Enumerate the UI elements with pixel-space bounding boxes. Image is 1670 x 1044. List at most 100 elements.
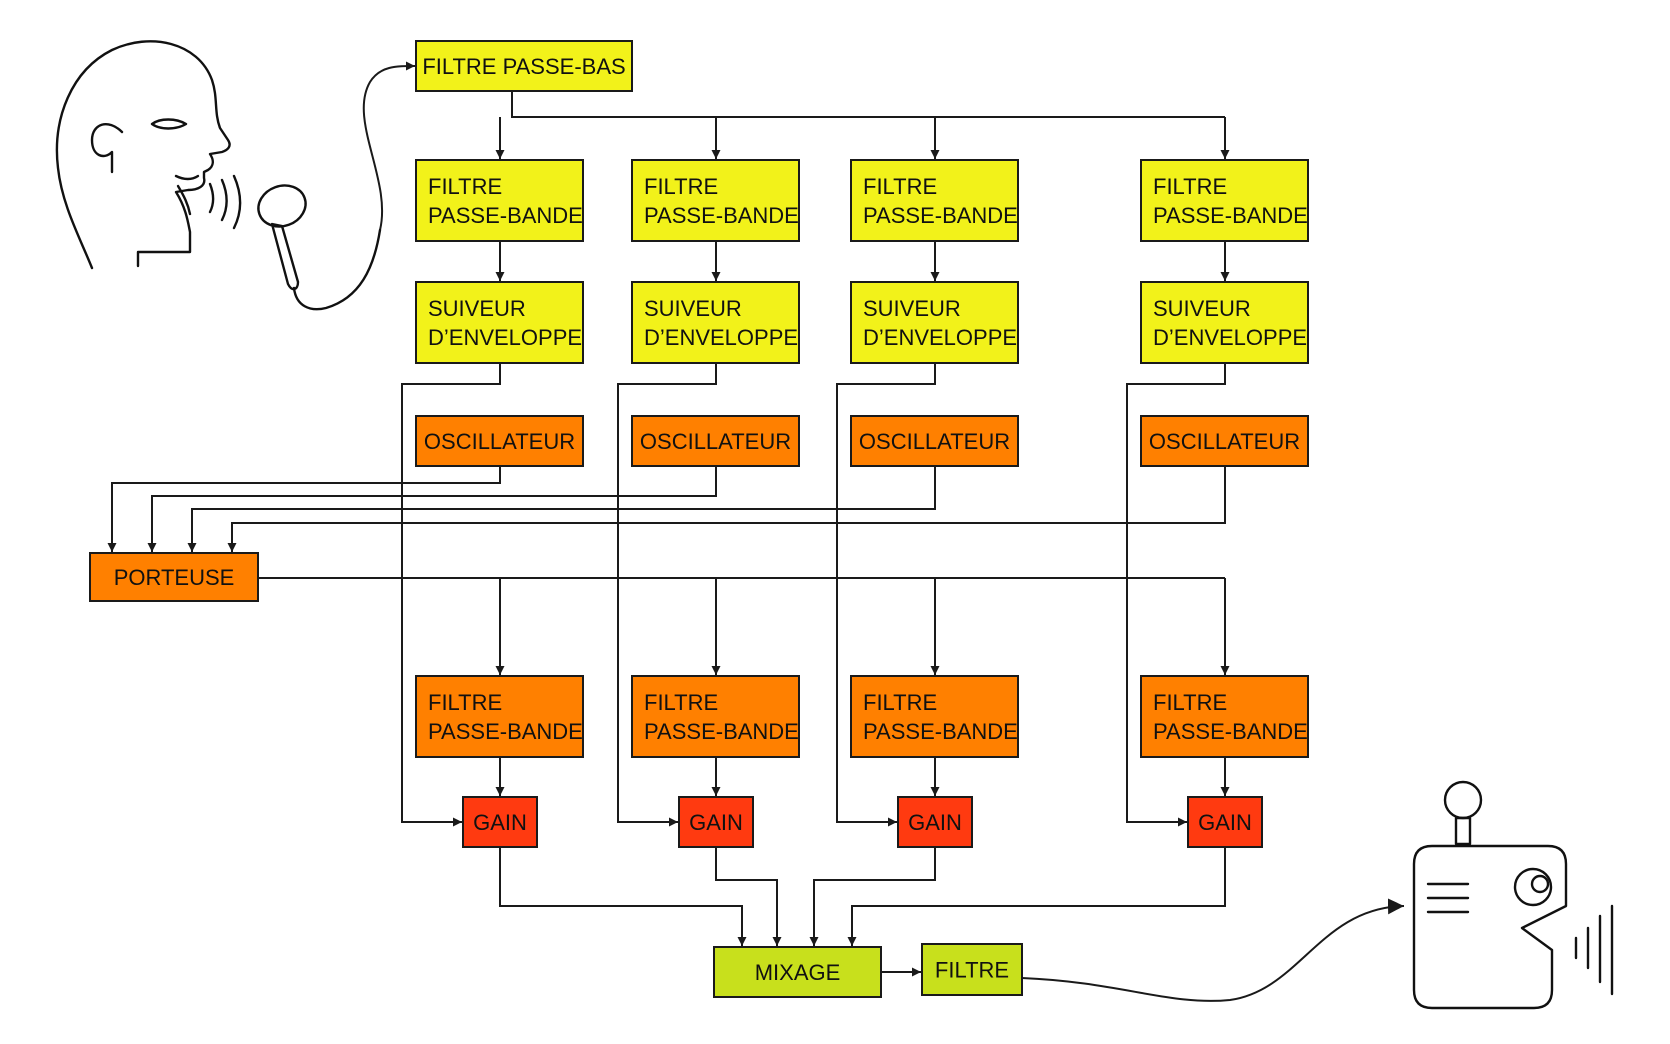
robot-icon xyxy=(1412,780,1614,1010)
output-bandpass-filter-box-3-label-2: PASSE-BANDE xyxy=(863,719,1018,744)
gain-box-2: GAIN xyxy=(678,796,754,848)
output-filter-box-rect xyxy=(921,943,1023,996)
oscillator-to-carrier-n xyxy=(227,466,1226,552)
gain-box-2-label-1: GAIN xyxy=(689,810,743,835)
gain-box-3-rect xyxy=(897,796,973,848)
gain-box-1-label-1: GAIN xyxy=(473,810,527,835)
envelope-follower-box-1-rect xyxy=(415,281,584,364)
bandpass-filter-box-n-label-1: FILTRE xyxy=(1153,174,1227,199)
envelope-to-gain-1 xyxy=(401,363,501,827)
bandpass-filter-box-n-rect xyxy=(1140,159,1309,242)
gain-box-3-label-1: GAIN xyxy=(908,810,962,835)
carrier-box: PORTEUSE xyxy=(89,552,259,602)
bandpass-filter-box-n: FILTRE PASSE-BANDE xyxy=(1140,159,1309,242)
gain-box-n: GAIN xyxy=(1187,796,1263,848)
envelope-follower-box-1-label-1: SUIVEUR xyxy=(428,296,526,321)
microphone-icon xyxy=(257,184,382,311)
oscillator-box-1-label-1: OSCILLATEUR xyxy=(424,429,575,454)
gain-to-mix-n xyxy=(847,847,1226,946)
gain-to-mix-2 xyxy=(715,847,782,946)
output-filter-box-label-1: FILTRE xyxy=(935,958,1009,983)
oscillator-box-2-label-1: OSCILLATEUR xyxy=(640,429,791,454)
output-bandpass-filter-box-3-label-1: FILTRE xyxy=(863,690,937,715)
envelope-to-gain-3 xyxy=(836,363,936,827)
bandpass-filter-box-3-label-1: FILTRE xyxy=(863,174,937,199)
bandpass-filter-box-1: FILTRE PASSE-BANDE xyxy=(415,159,584,242)
output-bandpass-filter-box-1-rect xyxy=(415,675,584,758)
envelope-to-gain-2 xyxy=(617,363,717,827)
envelope-follower-box-2: SUIVEUR D’ENVELOPPE xyxy=(631,281,800,364)
output-bandpass-filter-box-n-label-1: FILTRE xyxy=(1153,690,1227,715)
output-filter-box: FILTRE xyxy=(921,943,1023,996)
oscillator-box-2: OSCILLATEUR xyxy=(631,415,800,467)
envelope-follower-box-2-label-2: D’ENVELOPPE xyxy=(644,325,798,350)
oscillator-box-3-label-1: OSCILLATEUR xyxy=(859,429,1010,454)
bandpass-filter-box-n-label-2: PASSE-BANDE xyxy=(1153,203,1308,228)
output-bandpass-filter-box-1-label-2: PASSE-BANDE xyxy=(428,719,583,744)
lowpass-filter-box-rect xyxy=(415,40,633,92)
oscillator-box-3: OSCILLATEUR xyxy=(850,415,1019,467)
envelope-follower-box-2-label-1: SUIVEUR xyxy=(644,296,742,321)
carrier-box-label-1: PORTEUSE xyxy=(114,565,235,590)
gain-box-1-rect xyxy=(462,796,538,848)
gain-box-3: GAIN xyxy=(897,796,973,848)
envelope-to-gain-n xyxy=(1126,363,1226,827)
mic-to-lowpass xyxy=(362,61,416,231)
envelope-follower-box-1-label-2: D’ENVELOPPE xyxy=(428,325,582,350)
lowpass-bus xyxy=(511,91,1225,118)
oscillator-box-n-rect xyxy=(1140,415,1309,467)
envelope-follower-box-n-label-1: SUIVEUR xyxy=(1153,296,1251,321)
output-bandpass-filter-box-n-label-2: PASSE-BANDE xyxy=(1153,719,1308,744)
envelope-follower-box-1: SUIVEUR D’ENVELOPPE xyxy=(415,281,584,364)
oscillator-box-1-rect xyxy=(415,415,584,467)
envelope-follower-box-3-label-1: SUIVEUR xyxy=(863,296,961,321)
gain-box-2-rect xyxy=(678,796,754,848)
head-speaking-icon xyxy=(55,40,242,270)
lowpass-filter-box-label-1: FILTRE PASSE-BAS xyxy=(422,54,625,79)
bandpass-filter-box-3: FILTRE PASSE-BANDE xyxy=(850,159,1019,242)
bandpass-filter-box-1-label-1: FILTRE xyxy=(428,174,502,199)
envelope-follower-box-3-rect xyxy=(850,281,1019,364)
oscillator-box-n-label-1: OSCILLATEUR xyxy=(1149,429,1300,454)
output-bandpass-filter-box-3-rect xyxy=(850,675,1019,758)
mix-box-label-1: MIXAGE xyxy=(755,960,841,985)
envelope-follower-box-n-label-2: D’ENVELOPPE xyxy=(1153,325,1307,350)
signal-wires xyxy=(107,61,1405,1002)
bandpass-filter-box-2-label-2: PASSE-BANDE xyxy=(644,203,799,228)
gain-box-n-label-1: GAIN xyxy=(1198,810,1252,835)
processing-blocks: FILTRE PASSE-BAS FILTRE PASSE-BANDE SUIVEUR… xyxy=(89,40,1309,998)
bandpass-filter-box-1-rect xyxy=(415,159,584,242)
bandpass-filter-box-2-label-1: FILTRE xyxy=(644,174,718,199)
bandpass-filter-box-3-label-2: PASSE-BANDE xyxy=(863,203,1018,228)
gain-to-mix-1 xyxy=(499,847,747,946)
oscillator-box-2-rect xyxy=(631,415,800,467)
oscillator-to-carrier-1 xyxy=(107,466,501,552)
mix-box-rect xyxy=(713,946,882,998)
oscillator-box-1: OSCILLATEUR xyxy=(415,415,584,467)
gain-box-n-rect xyxy=(1187,796,1263,848)
oscillator-box-n: OSCILLATEUR xyxy=(1140,415,1309,467)
envelope-follower-box-2-rect xyxy=(631,281,800,364)
envelope-follower-box-n: SUIVEUR D’ENVELOPPE xyxy=(1140,281,1309,364)
bandpass-filter-box-2: FILTRE PASSE-BANDE xyxy=(631,159,800,242)
carrier-box-rect xyxy=(89,552,259,602)
oscillator-to-carrier-2 xyxy=(147,466,717,552)
output-bandpass-filter-box-2-rect xyxy=(631,675,800,758)
output-bandpass-filter-box-n: FILTRE PASSE-BANDE xyxy=(1140,675,1309,758)
output-bandpass-filter-box-2-label-2: PASSE-BANDE xyxy=(644,719,799,744)
bandpass-filter-box-3-rect xyxy=(850,159,1019,242)
output-bandpass-filter-box-3: FILTRE PASSE-BANDE xyxy=(850,675,1019,758)
bandpass-filter-box-2-rect xyxy=(631,159,800,242)
gain-to-mix-3 xyxy=(809,847,936,946)
filter-to-robot xyxy=(1021,898,1405,1002)
mix-box: MIXAGE xyxy=(713,946,882,998)
bandpass-filter-box-1-label-2: PASSE-BANDE xyxy=(428,203,583,228)
output-bandpass-filter-box-n-rect xyxy=(1140,675,1309,758)
lowpass-filter-box: FILTRE PASSE-BAS xyxy=(415,40,633,92)
oscillator-to-carrier-3 xyxy=(187,466,936,552)
